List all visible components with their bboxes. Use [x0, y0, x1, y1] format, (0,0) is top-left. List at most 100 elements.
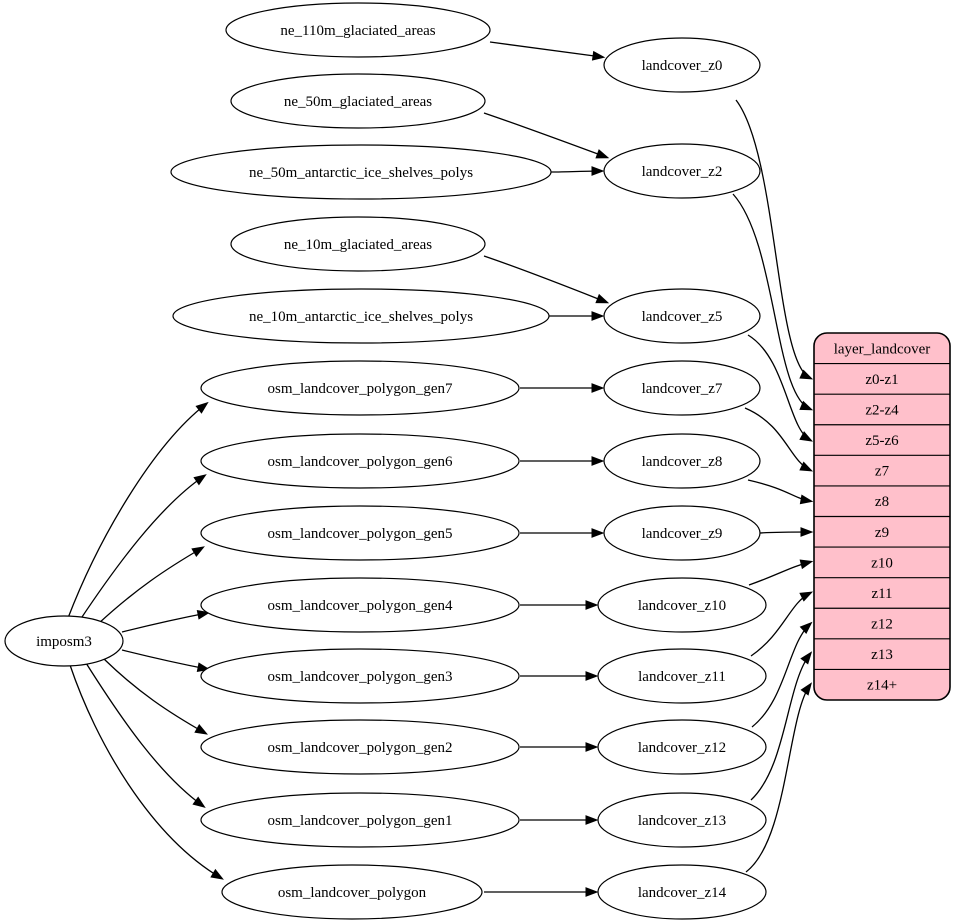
graph-node-osm_landcover_polygon_gen4: osm_landcover_polygon_gen4	[200, 577, 520, 633]
node-label: ne_110m_glaciated_areas	[280, 23, 435, 39]
edge-landcover_z10--layer_landcover.z10	[748, 559, 814, 586]
graph-node-landcover_z0: landcover_z0	[603, 37, 761, 93]
node-ellipse	[597, 648, 767, 704]
graph-node-landcover_z8: landcover_z8	[603, 433, 761, 489]
record-row-z8: z8	[875, 494, 889, 510]
node-ellipse	[4, 615, 124, 667]
node-label: osm_landcover_polygon	[278, 885, 427, 901]
node-label: ne_10m_glaciated_areas	[284, 237, 432, 253]
node-label: osm_landcover_polygon_gen1	[268, 813, 453, 829]
node-ellipse	[172, 288, 550, 344]
edge-line	[732, 193, 811, 410]
edge-line	[735, 99, 811, 379]
arrowhead-icon	[193, 474, 207, 486]
graph-node-landcover_z12: landcover_z12	[597, 719, 767, 775]
arrowhead-icon	[799, 369, 814, 380]
node-ellipse	[200, 648, 520, 704]
node-label: landcover_z8	[642, 454, 723, 470]
graph-node-ne_110m_glaciated_areas: ne_110m_glaciated_areas	[225, 2, 491, 58]
arrowhead-icon	[194, 724, 208, 735]
edge-line	[748, 561, 811, 586]
edge-imposm3--osm_landcover_polygon_gen3	[121, 649, 211, 673]
graph-node-landcover_z10: landcover_z10	[597, 577, 767, 633]
record-row-z0-z1: z0-z1	[865, 372, 898, 388]
edge-landcover_z13--layer_landcover.z13	[750, 651, 813, 801]
arrowhead-icon	[799, 621, 813, 635]
arrowhead-icon	[591, 311, 605, 321]
edge-landcover_z2--layer_landcover.z2-z4	[732, 193, 814, 411]
node-label: landcover_z0	[642, 58, 723, 74]
edge-ne_50m_antarctic_ice_shelves_polys--landcover_z2	[550, 166, 605, 176]
record-row-z14+: z14+	[867, 678, 897, 694]
node-ellipse	[603, 505, 761, 561]
arrowhead-icon	[210, 868, 224, 880]
node-ellipse	[200, 577, 520, 633]
node-ellipse	[597, 577, 767, 633]
graph-node-imposm3: imposm3	[4, 615, 124, 667]
graph-node-osm_landcover_polygon_gen1: osm_landcover_polygon_gen1	[200, 792, 520, 848]
node-ellipse	[170, 144, 552, 200]
edge-osm_landcover_polygon--landcover_z14	[483, 887, 599, 897]
edge-imposm3--osm_landcover_polygon_gen7	[67, 401, 209, 619]
edge-landcover_z14--layer_landcover.z14+	[745, 682, 812, 873]
edge-imposm3--osm_landcover_polygon_gen5	[97, 546, 205, 625]
node-ellipse	[597, 719, 767, 775]
arrowhead-icon	[192, 796, 206, 808]
graph-node-osm_landcover_polygon_gen6: osm_landcover_polygon_gen6	[200, 433, 520, 489]
node-ellipse	[603, 37, 761, 93]
graph-node-osm_landcover_polygon_gen3: osm_landcover_polygon_gen3	[200, 648, 520, 704]
graph-node-ne_50m_antarctic_ice_shelves_polys: ne_50m_antarctic_ice_shelves_polys	[170, 144, 552, 200]
graph-node-ne_10m_glaciated_areas: ne_10m_glaciated_areas	[230, 216, 486, 272]
record-row-label: z10	[871, 555, 893, 571]
arrowhead-icon	[585, 815, 599, 825]
graph-node-landcover_z7: landcover_z7	[603, 360, 761, 416]
edge-landcover_z9--layer_landcover.z9	[759, 527, 814, 537]
graph-node-osm_landcover_polygon_gen2: osm_landcover_polygon_gen2	[200, 719, 520, 775]
edge-line	[483, 112, 607, 158]
node-ellipse	[230, 73, 486, 129]
graph-node-osm_landcover_polygon_gen5: osm_landcover_polygon_gen5	[200, 505, 520, 561]
node-label: osm_landcover_polygon_gen6	[268, 454, 453, 470]
edge-osm_landcover_polygon_gen3--landcover_z11	[519, 671, 599, 681]
record-row-label: z0-z1	[865, 372, 898, 388]
node-label: landcover_z12	[638, 740, 726, 756]
edge-imposm3--osm_landcover_polygon_gen2	[103, 658, 208, 735]
record-node-layer_landcover: layer_landcoverz0-z1z2-z4z5-z6z7z8z9z10z…	[813, 332, 951, 701]
node-label: osm_landcover_polygon_gen4	[268, 598, 453, 614]
record-row-z10: z10	[871, 555, 893, 571]
node-label: imposm3	[36, 634, 92, 650]
node-label: landcover_z14	[638, 885, 727, 901]
arrowhead-icon	[799, 559, 814, 570]
edge-ne_10m_glaciated_areas--landcover_z5	[483, 255, 610, 304]
edge-line	[121, 612, 208, 633]
edge-line	[69, 664, 222, 879]
graph-node-ne_50m_glaciated_areas: ne_50m_glaciated_areas	[230, 73, 486, 129]
node-label: landcover_z11	[638, 669, 726, 685]
edge-landcover_z7--layer_landcover.z7	[744, 407, 814, 472]
node-label: osm_landcover_polygon_gen3	[268, 669, 453, 685]
edge-osm_landcover_polygon_gen6--landcover_z8	[520, 456, 605, 466]
arrowhead-icon	[591, 166, 605, 176]
record-row-label: z12	[871, 617, 893, 633]
arrowhead-icon	[195, 401, 209, 414]
record-row-z13: z13	[871, 647, 893, 663]
graph-node-osm_landcover_polygon: osm_landcover_polygon	[221, 864, 483, 920]
graph-node-landcover_z13: landcover_z13	[597, 792, 767, 848]
arrowhead-icon	[595, 149, 610, 159]
edge-landcover_z5--layer_landcover.z5-z6	[747, 334, 813, 442]
node-label: ne_50m_antarctic_ice_shelves_polys	[249, 165, 473, 181]
edge-ne_50m_glaciated_areas--landcover_z2	[483, 112, 610, 159]
edge-osm_landcover_polygon_gen5--landcover_z9	[520, 528, 605, 538]
record-row-label: z9	[875, 525, 889, 541]
arrowhead-icon	[800, 682, 812, 696]
node-ellipse	[230, 216, 486, 272]
record-row-label: z13	[871, 647, 893, 663]
node-label: ne_10m_antarctic_ice_shelves_polys	[249, 309, 473, 325]
node-ellipse	[603, 360, 761, 416]
edge-line	[483, 255, 607, 303]
record-row-z2-z4: z2-z4	[865, 402, 899, 418]
node-ellipse	[597, 792, 767, 848]
edge-landcover_z8--layer_landcover.z8	[747, 479, 814, 505]
